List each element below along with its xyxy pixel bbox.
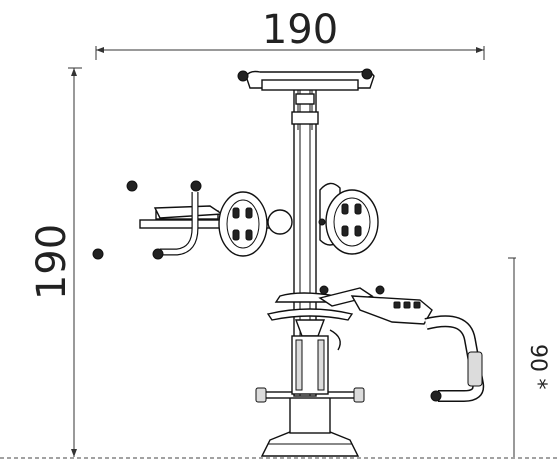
width-dimension: 190 — [95, 7, 485, 60]
height-dimension-label: 190 — [29, 224, 75, 300]
left-pedal-arm — [139, 205, 291, 229]
left-handles — [92, 180, 202, 260]
right-handle — [424, 315, 485, 402]
depth-dimension-marker: * — [525, 379, 550, 390]
seat — [266, 292, 354, 395]
left-pedal-disc — [218, 191, 293, 257]
base-foot — [260, 394, 360, 457]
depth-dimension-label: 90 — [525, 344, 550, 372]
depth-dimension: 90 * — [508, 257, 550, 457]
fitness-station — [92, 68, 485, 457]
width-dimension-label: 190 — [262, 7, 338, 53]
right-lever — [318, 285, 433, 325]
height-dimension: 190 — [29, 67, 82, 457]
right-pedal-disc — [318, 182, 379, 255]
top-handle-bar — [237, 68, 375, 130]
